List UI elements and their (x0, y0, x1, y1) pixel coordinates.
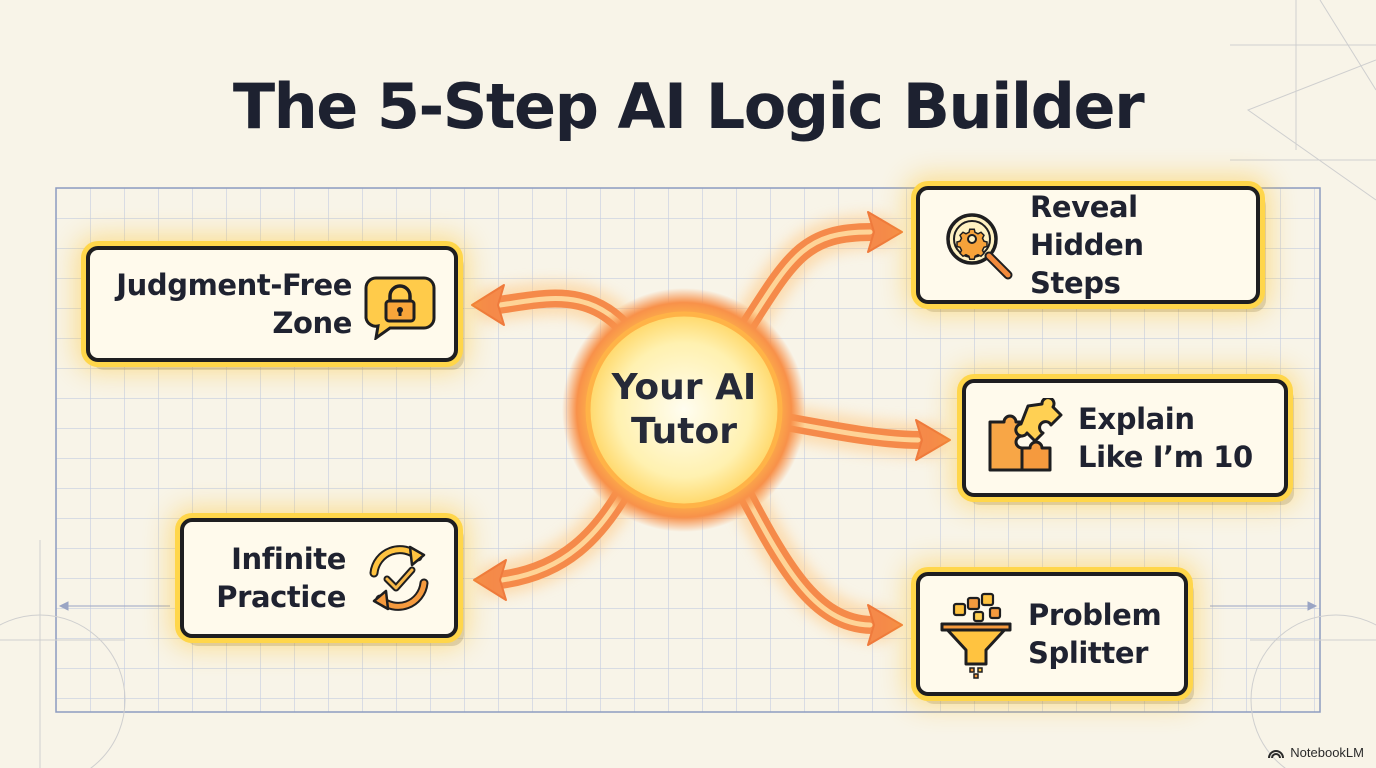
funnel-icon (938, 588, 1014, 680)
refresh-check-icon (360, 539, 438, 617)
page-title: The 5-Step AI Logic Builder (232, 70, 1145, 143)
grid-border (55, 187, 1321, 713)
node-label-line1: Infinite (231, 542, 346, 576)
hub-label-line2: Tutor (631, 411, 737, 452)
arrowhead-right-lower (867, 604, 903, 646)
node-explain-like-im-10: Explain Like I’m 10 (962, 379, 1288, 497)
dimension-lines (58, 601, 1318, 611)
node-label-line1: Explain (1078, 402, 1195, 436)
node-infinite-practice: Infinite Practice (180, 518, 458, 638)
node-label-line1: Problem (1028, 598, 1162, 632)
node-judgment-free-zone: Judgment-Free Zone (86, 246, 458, 362)
node-label-line2: Zone (272, 306, 352, 340)
padlock-speech-bubble-icon (364, 268, 436, 340)
hub-label-line1: Your AI (611, 367, 757, 408)
corner-blueprint-lines (1230, 0, 1376, 201)
brand-label: NotebookLM (1290, 745, 1364, 760)
node-label-line2: Hidden Steps (1030, 228, 1144, 300)
corner-blueprint-circle-left (0, 540, 126, 768)
arrowheads (471, 211, 951, 646)
arrowhead-right-middle (915, 419, 951, 461)
hub-ring (585, 311, 783, 509)
node-label-line2: Splitter (1028, 636, 1149, 670)
puzzle-pieces-icon (984, 398, 1064, 478)
node-label-line2: Practice (216, 580, 346, 614)
hub-node: Your AI Tutor (594, 320, 774, 500)
node-problem-splitter: Problem Splitter (916, 572, 1188, 696)
notebooklm-logo-icon (1268, 749, 1285, 758)
node-reveal-hidden-steps: Reveal Hidden Steps (916, 186, 1260, 304)
node-label-line2: Like I’m 10 (1078, 440, 1253, 474)
corner-blueprint-circle-right (1250, 614, 1376, 768)
node-label-line1: Reveal (1030, 190, 1138, 224)
arrowhead-left-lower (473, 559, 507, 601)
arrowhead-left-upper (471, 284, 505, 326)
notebooklm-badge: NotebookLM (1268, 745, 1364, 760)
node-label-line1: Judgment-Free (116, 268, 352, 302)
magnifier-gear-icon (938, 205, 1018, 285)
arrowhead-right-upper (867, 211, 903, 253)
